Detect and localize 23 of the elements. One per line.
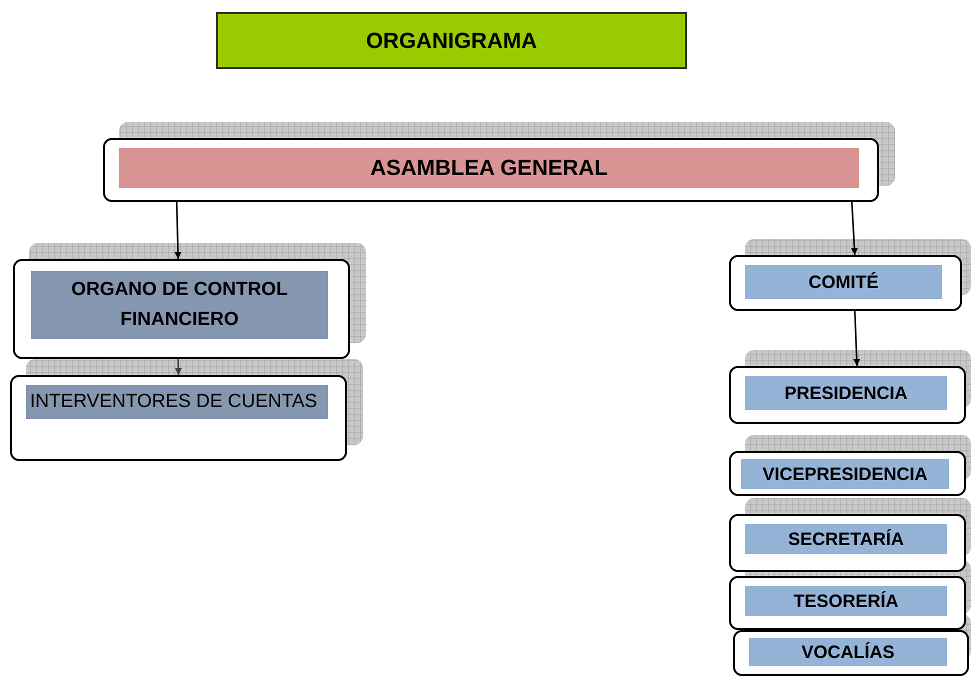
position-label: COMITÉ [745, 265, 942, 299]
position-label: VICEPRESIDENCIA [741, 459, 949, 489]
position-label: ASAMBLEA GENERAL [119, 148, 859, 188]
arrow [853, 310, 860, 366]
org-box [729, 451, 966, 496]
org-box [729, 366, 966, 424]
org-box [13, 259, 350, 359]
arrow [174, 202, 182, 260]
arrow [174, 358, 182, 376]
position-label: INTERVENTORES DE CUENTAS [26, 385, 328, 419]
position-label: SECRETARÍA [745, 524, 947, 554]
position-label: PRESIDENCIA [745, 376, 947, 410]
position-label: VOCALÍAS [749, 638, 947, 666]
org-box [729, 255, 962, 311]
title-banner: ORGANIGRAMA [216, 12, 687, 69]
org-box [103, 138, 879, 202]
org-box [729, 514, 966, 572]
position-label: TESORERÍA [745, 586, 947, 616]
position-label: ORGANO DE CONTROL FINANCIERO [31, 271, 328, 339]
org-box [733, 630, 969, 676]
org-box [729, 576, 966, 630]
org-box [10, 375, 347, 461]
arrow [850, 202, 858, 256]
